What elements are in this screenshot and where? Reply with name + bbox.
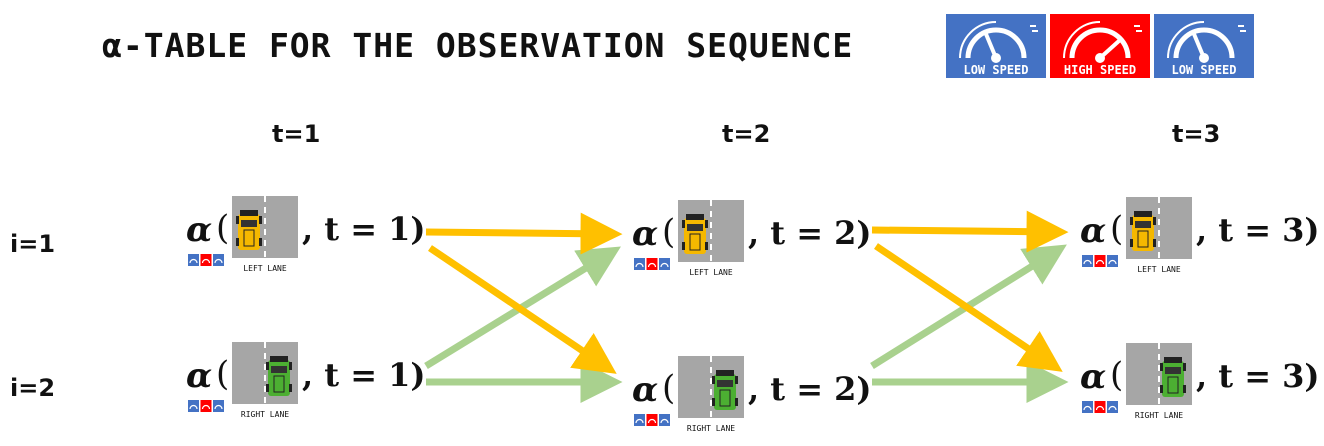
open-paren: ( (662, 212, 676, 252)
mini-observation-icons (1082, 255, 1118, 267)
road-lane-icon (1126, 197, 1192, 259)
arrow-left-to-left-t2 (871, 210, 1069, 253)
page-title: α-TABLE FOR THE OBSERVATION SEQUENCE (102, 26, 854, 65)
lane-caption: RIGHT LANE (240, 410, 290, 419)
time-argument: , t = 3) (1196, 357, 1320, 395)
alpha-symbol: α (1080, 211, 1107, 251)
car-icon (1130, 211, 1156, 251)
speedometer-high-icon: HIGH SPEED (1050, 14, 1150, 78)
lane-caption: LEFT LANE (689, 268, 733, 277)
time-argument: , t = 3) (1196, 211, 1320, 249)
alpha-term-left-t1: α ( (186, 196, 426, 286)
lane-caption: LEFT LANE (1137, 265, 1181, 274)
state-label-2: i=2 (10, 374, 56, 402)
car-icon (712, 370, 738, 410)
arrow-left-to-left-t1 (425, 212, 623, 255)
speedometer-low-icon: LOW SPEED (946, 14, 1046, 78)
alpha-term-left-t3: α ( (1080, 197, 1320, 287)
alpha-symbol: α (186, 210, 213, 250)
alpha-term-right-t2: α ( (632, 356, 872, 446)
speedometer-low-icon: LOW SPEED (1154, 14, 1254, 78)
arrow-left-to-right-t2 (874, 243, 1063, 372)
lane-caption: LEFT LANE (243, 264, 287, 273)
alpha-symbol: α (1080, 357, 1107, 397)
alpha-symbol: α (632, 214, 659, 254)
car-icon (266, 356, 292, 396)
open-paren: ( (216, 208, 230, 248)
transition-arrows (424, 210, 1069, 403)
mini-observation-icons (188, 400, 224, 412)
alpha-term-left-t2: α ( (632, 200, 872, 290)
car-icon (236, 210, 262, 250)
mini-observation-icons (634, 258, 670, 270)
open-paren: ( (1110, 355, 1124, 395)
arrow-left-to-right-t1 (428, 245, 617, 374)
alpha-symbol: α (632, 370, 659, 410)
time-label-3: t=3 (1172, 120, 1221, 148)
alpha-symbol: α (186, 356, 213, 396)
open-paren: ( (1110, 209, 1124, 249)
observation-badge-low-speed-1: LOW SPEED (946, 14, 1046, 78)
mini-observation-icons (1082, 401, 1118, 413)
road-lane-icon (678, 200, 744, 262)
mini-observation-icons (634, 414, 670, 426)
time-argument: , t = 2) (748, 370, 872, 408)
observation-badge-low-speed-2: LOW SPEED (1154, 14, 1254, 78)
open-paren: ( (662, 368, 676, 408)
car-icon (682, 214, 708, 254)
road-lane-icon (678, 356, 744, 418)
svg-text:LOW SPEED: LOW SPEED (963, 63, 1028, 77)
lane-caption: RIGHT LANE (1134, 411, 1184, 420)
open-paren: ( (216, 354, 230, 394)
svg-text:LOW SPEED: LOW SPEED (1171, 63, 1236, 77)
time-label-1: t=1 (272, 120, 321, 148)
car-icon (1160, 357, 1186, 397)
time-label-2: t=2 (722, 120, 771, 148)
alpha-term-right-t3: α ( (1080, 343, 1320, 433)
road-lane-icon (232, 342, 298, 404)
mini-observation-icons (188, 254, 224, 266)
time-argument: , t = 1) (302, 356, 426, 394)
svg-text:HIGH SPEED: HIGH SPEED (1064, 63, 1136, 77)
road-lane-icon (232, 196, 298, 258)
time-argument: , t = 2) (748, 214, 872, 252)
observation-badge-high-speed: HIGH SPEED (1050, 14, 1150, 78)
lane-caption: RIGHT LANE (686, 424, 736, 433)
road-lane-icon (1126, 343, 1192, 405)
state-label-1: i=1 (10, 230, 56, 258)
time-argument: , t = 1) (302, 210, 426, 248)
alpha-term-right-t1: α ( (186, 342, 426, 432)
